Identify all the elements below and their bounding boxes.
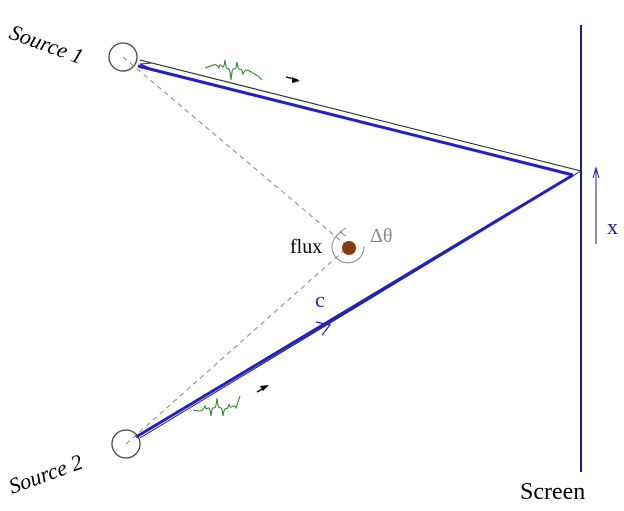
flux-label: flux — [290, 236, 322, 258]
c-label: c — [315, 287, 325, 312]
source-1-label: Source 1 — [6, 19, 87, 69]
screen-label: Screen — [520, 479, 585, 505]
delta-theta-arc-head — [339, 227, 347, 237]
packet-2-arrow-head — [260, 385, 269, 391]
c-direction-arrow — [315, 321, 332, 336]
path-outline-1 — [139, 59, 582, 172]
dashed-line-source-1 — [122, 56, 349, 248]
x-label: x — [607, 214, 618, 239]
delta-theta-arc — [331, 231, 365, 264]
packet-1-arrow-head — [292, 77, 300, 83]
path-1-tip-arrow — [139, 62, 153, 69]
dashed-line-source-2 — [125, 246, 349, 445]
path-1 — [137, 64, 574, 177]
path-2 — [135, 173, 574, 439]
x-axis-arrow-head — [592, 166, 600, 179]
wave-packet-2 — [192, 395, 241, 417]
wave-packet-1 — [204, 59, 263, 81]
source-2-label: Source 2 — [5, 449, 86, 499]
flux-dot — [342, 241, 356, 255]
delta-theta-label: Δθ — [370, 225, 392, 247]
